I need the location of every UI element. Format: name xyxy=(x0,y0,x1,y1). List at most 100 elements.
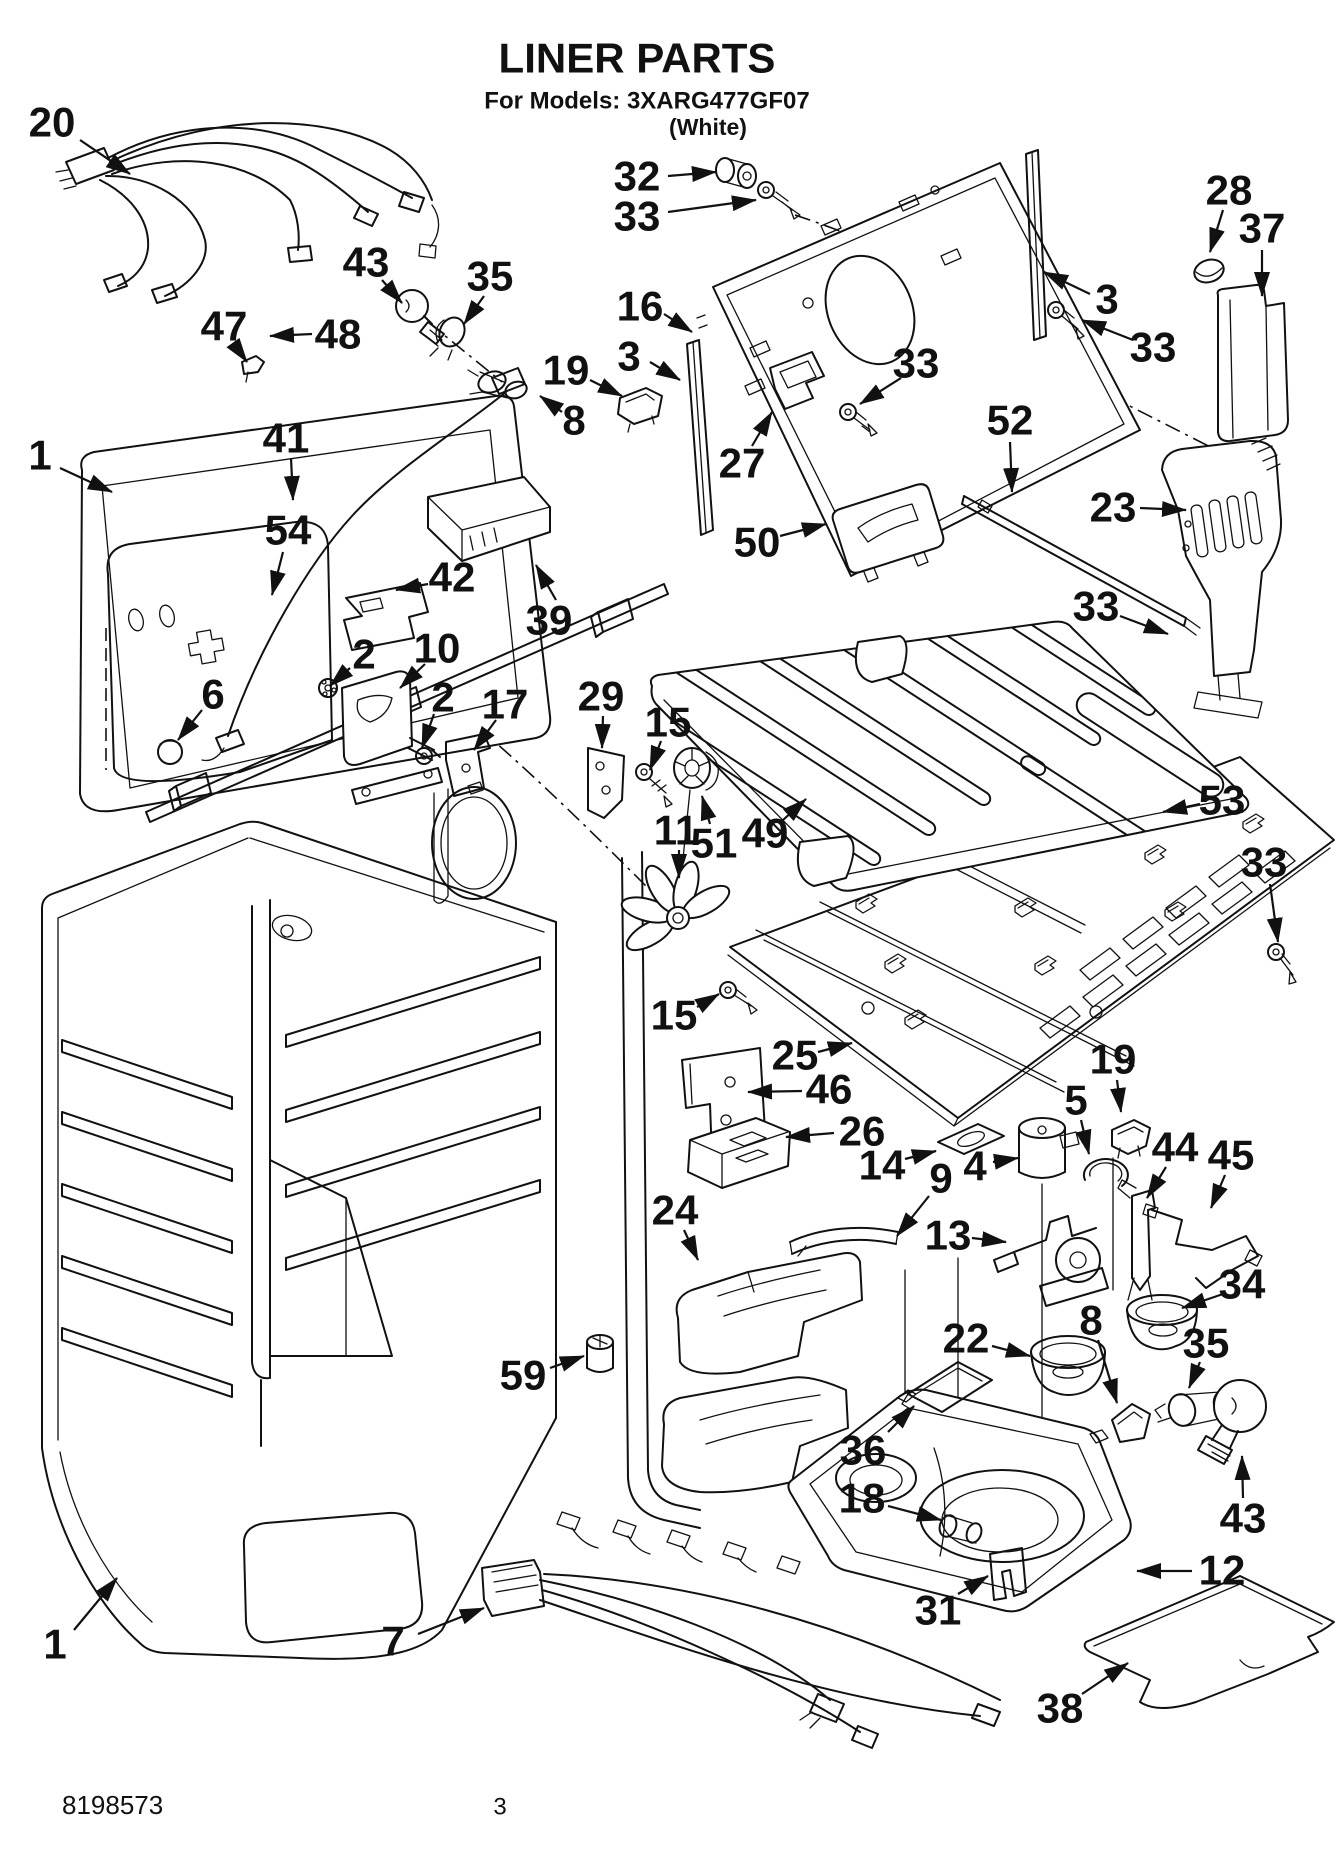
callout-leader-16 xyxy=(663,312,693,333)
callout-number-41: 41 xyxy=(263,415,310,462)
callout-leader-1b xyxy=(73,1577,118,1631)
callout-number-46: 46 xyxy=(806,1066,853,1113)
part-43-bulb-upper xyxy=(395,289,445,347)
callout-number-35b: 35 xyxy=(1183,1320,1230,1367)
part-23-air-tower xyxy=(1161,437,1283,719)
callout-leader-7 xyxy=(417,1606,485,1636)
callout-leader-27 xyxy=(751,411,773,447)
callout-leader-19a xyxy=(589,378,623,397)
callout-number-23: 23 xyxy=(1090,484,1137,531)
callout-leader-1a xyxy=(59,467,113,493)
callout-number-35a: 35 xyxy=(467,253,514,300)
callout-leader-28 xyxy=(1208,209,1225,253)
callout-leader-5 xyxy=(1075,1119,1092,1155)
callout-number-6: 6 xyxy=(201,671,224,718)
callout-leader-18 xyxy=(887,1504,942,1522)
part-37-cover xyxy=(1216,283,1289,443)
callout-number-15b: 15 xyxy=(651,992,698,1039)
callout-number-59: 59 xyxy=(500,1352,547,1399)
part-8-socket-upper xyxy=(467,369,528,400)
callout-number-27: 27 xyxy=(719,440,766,487)
callout-number-8b: 8 xyxy=(1079,1297,1102,1344)
callout-number-2a: 2 xyxy=(352,631,375,678)
part-3-trim-strip-right xyxy=(1025,149,1047,341)
part-19-clip-lower xyxy=(1111,1119,1151,1159)
part-5-clip-ring xyxy=(1082,1158,1129,1187)
callout-leader-47 xyxy=(226,337,248,363)
callout-leader-52 xyxy=(1003,441,1020,493)
part-42-bracket xyxy=(343,582,429,651)
part-1-lower-liner xyxy=(41,736,701,1660)
callout-number-43a: 43 xyxy=(343,239,390,286)
part-59-roller xyxy=(586,1334,614,1373)
callout-number-45: 45 xyxy=(1208,1132,1255,1179)
callout-number-33c: 33 xyxy=(893,340,940,387)
part-3-trim-strip-left xyxy=(686,314,714,536)
callout-leader-13 xyxy=(971,1231,1007,1248)
callout-leader-41 xyxy=(283,457,300,501)
callout-leader-8a xyxy=(539,395,565,417)
callout-leader-44 xyxy=(1146,1166,1167,1199)
part-18-roller-pin xyxy=(938,1514,983,1544)
callout-leader-53 xyxy=(1162,799,1201,815)
callout-leader-4 xyxy=(992,1153,1019,1170)
alignment-lines xyxy=(904,1157,1114,1491)
callout-number-52: 52 xyxy=(987,397,1034,444)
part-4-motor xyxy=(1018,1117,1080,1179)
part-32-bumper xyxy=(715,157,757,189)
part-9-strip xyxy=(789,1226,899,1257)
callout-leader-48 xyxy=(269,326,313,343)
page-number: 3 xyxy=(493,1794,506,1821)
callout-leader-43b xyxy=(1234,1455,1251,1499)
callout-leader-24 xyxy=(680,1229,699,1261)
callout-leader-43a xyxy=(380,279,403,304)
part-13-bracket-wheel xyxy=(993,1215,1109,1307)
callout-number-33d: 33 xyxy=(1073,583,1120,630)
callout-number-16: 16 xyxy=(617,283,664,330)
part-34-cup xyxy=(1126,1294,1198,1351)
callout-leader-39 xyxy=(535,564,557,601)
callout-number-50: 50 xyxy=(734,519,781,566)
callout-leader-33d xyxy=(1119,614,1169,636)
part-33-screw-right xyxy=(1047,301,1085,340)
callout-number-18: 18 xyxy=(839,1475,886,1522)
callout-number-49: 49 xyxy=(742,810,789,857)
callout-number-1a: 1 xyxy=(28,432,51,479)
callout-leader-51 xyxy=(700,795,717,825)
callout-number-36: 36 xyxy=(840,1427,887,1474)
part-29-bracket xyxy=(587,747,625,819)
part-11-fan-blade xyxy=(620,860,731,952)
callout-number-7: 7 xyxy=(381,1618,404,1665)
callout-leader-22 xyxy=(991,1342,1031,1358)
part-12-drain-pan xyxy=(787,1388,1132,1613)
callout-leader-35a xyxy=(463,295,485,325)
callout-number-33e: 33 xyxy=(1241,839,1288,886)
callout-number-26: 26 xyxy=(839,1108,886,1155)
page-title: LINER PARTS xyxy=(499,35,776,82)
part-44-rod xyxy=(1117,1179,1156,1301)
callout-leader-46 xyxy=(747,1083,803,1100)
part-28-cap xyxy=(1193,258,1225,284)
callout-leader-20 xyxy=(79,139,131,175)
callout-number-53: 53 xyxy=(1199,777,1246,824)
callout-number-37: 37 xyxy=(1239,205,1286,252)
part-22-cup xyxy=(1030,1335,1106,1396)
callout-number-3b: 3 xyxy=(1095,276,1118,323)
callout-number-47: 47 xyxy=(201,303,248,350)
part-21-duct-foam-lower xyxy=(661,1376,849,1494)
part-20-wire-harness xyxy=(55,122,440,304)
title-block: LINER PARTS For Models: 3XARG477GF07 (Wh… xyxy=(484,35,809,141)
part-49-evaporator-tray xyxy=(649,620,1250,892)
callout-leader-45 xyxy=(1209,1174,1228,1209)
part-24-duct-foam-upper xyxy=(675,1252,863,1375)
callout-number-42: 42 xyxy=(429,554,476,601)
callout-number-17: 17 xyxy=(482,681,529,728)
callout-number-34: 34 xyxy=(1219,1261,1266,1308)
callout-number-13: 13 xyxy=(925,1212,972,1259)
part-50-cover-plate xyxy=(831,483,945,583)
callout-number-20: 20 xyxy=(29,99,76,146)
finish-label: (White) xyxy=(669,114,747,140)
part-52-rail xyxy=(961,495,1201,636)
